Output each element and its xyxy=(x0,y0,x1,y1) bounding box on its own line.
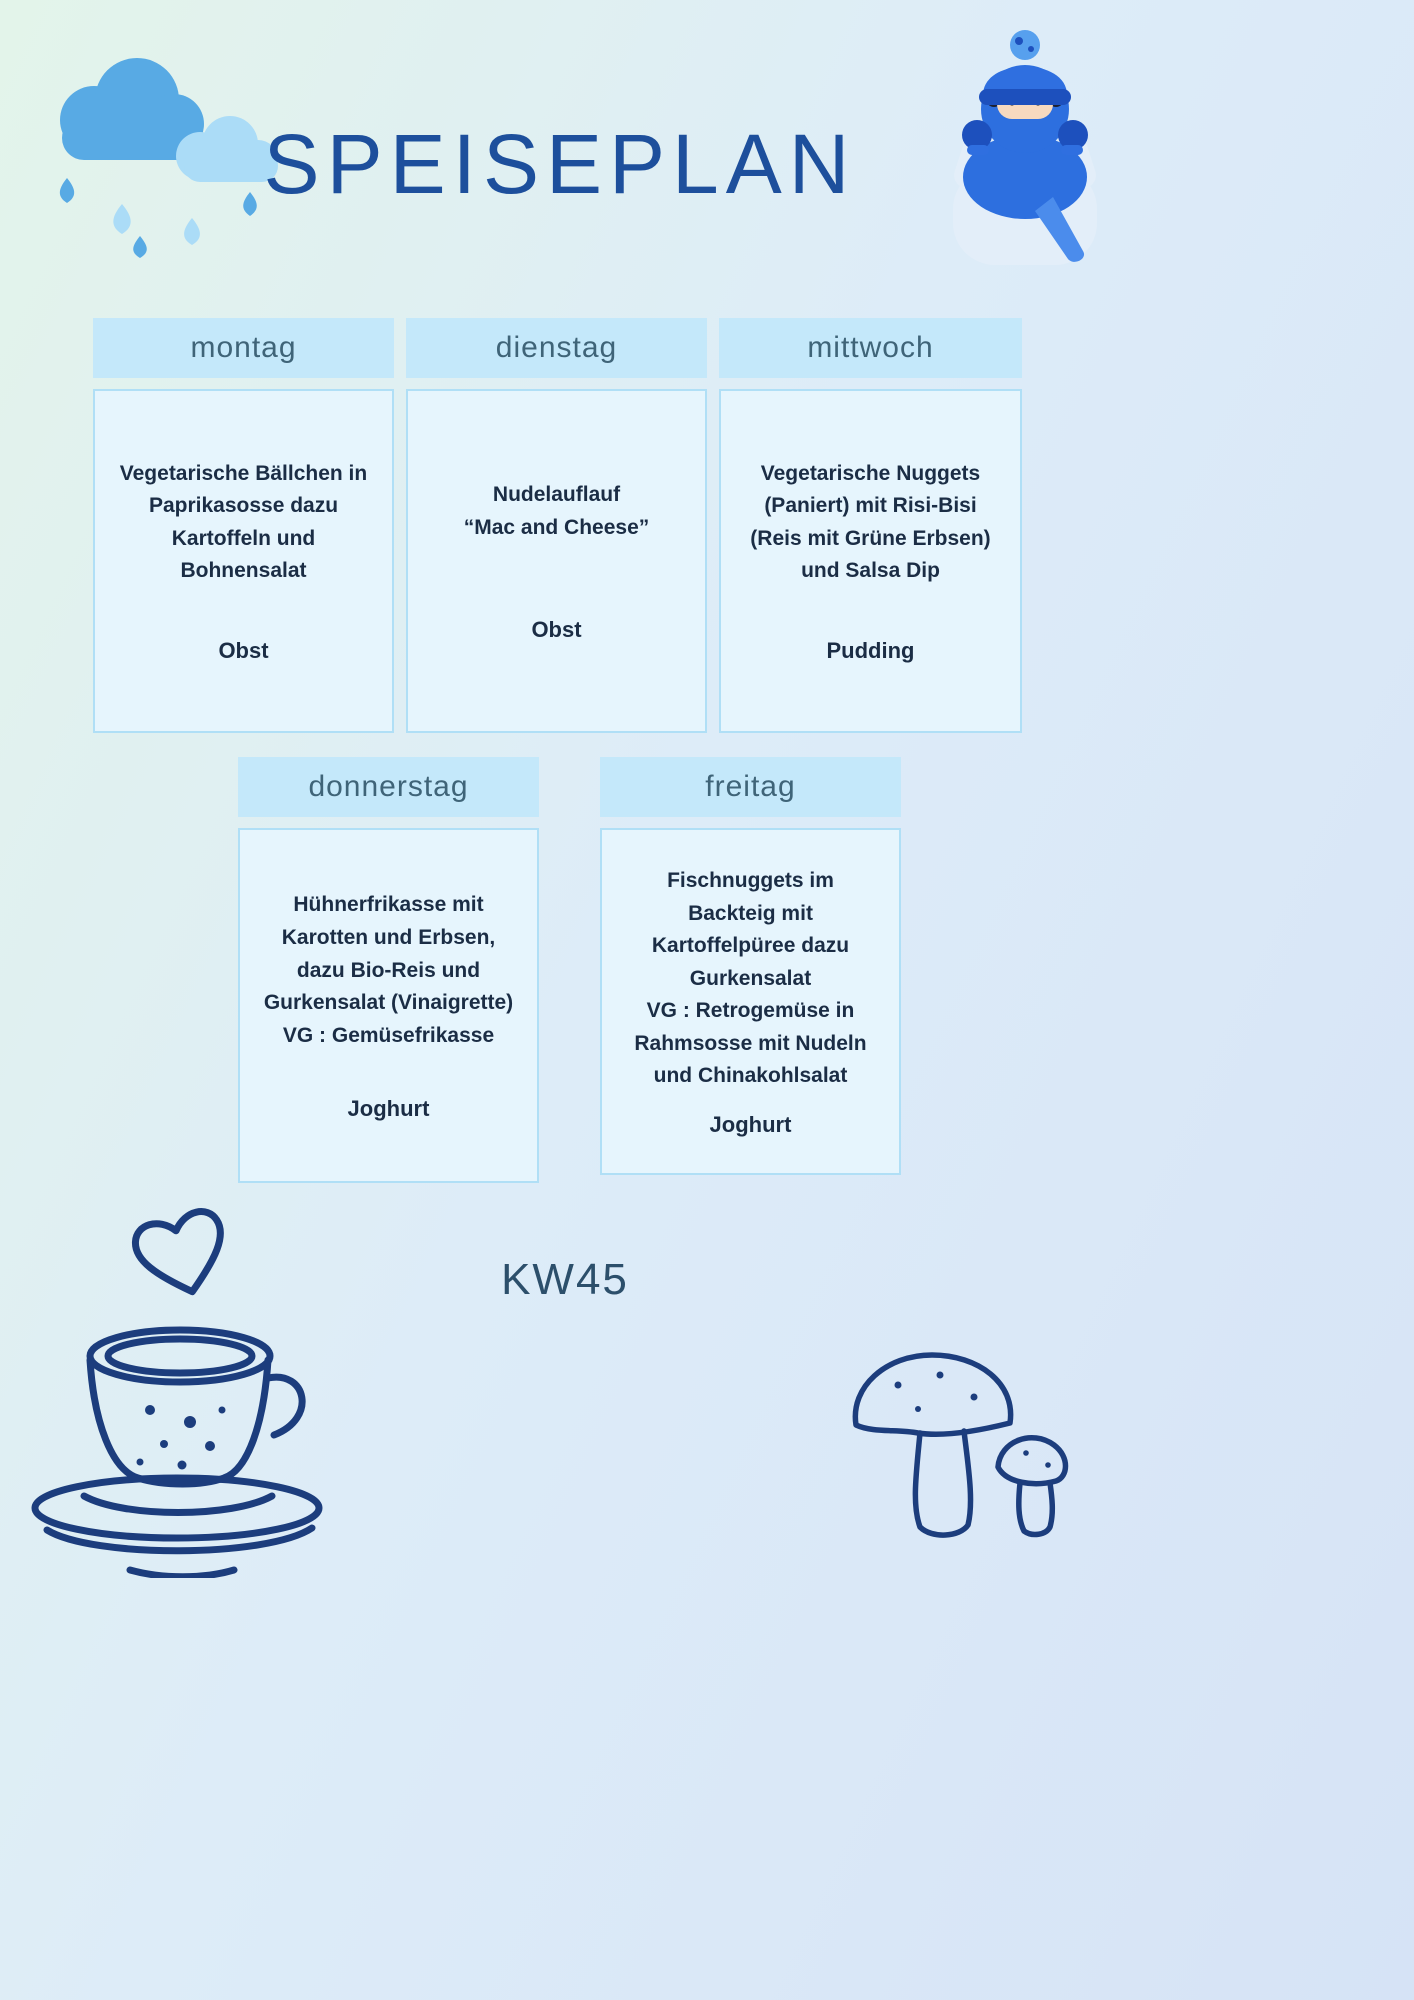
freezing-person-illustration xyxy=(953,30,1097,265)
day-menu-box: Nudelauflauf “Mac and Cheese” Obst xyxy=(406,389,707,733)
day-menu-box: Fischnuggets im Backteig mit Kartoffelpü… xyxy=(600,828,901,1175)
day-label: freitag xyxy=(705,770,796,803)
dessert-text: Obst xyxy=(218,638,269,664)
week-label: KW45 xyxy=(501,1255,629,1304)
day-card-donnerstag: donnerstag Hühnerfrikasse mit Karotten u… xyxy=(238,757,539,1183)
menu-text: Nudelauflauf “Mac and Cheese” xyxy=(463,483,650,539)
menu-text: Vegetarische Bällchen in Paprikasosse da… xyxy=(119,461,368,583)
day-card-montag: montag Vegetarische Bällchen in Paprikas… xyxy=(93,318,394,733)
day-card-dienstag: dienstag Nudelauflauf “Mac and Cheese” O… xyxy=(406,318,707,733)
menu-text: Vegetarische Nuggets (Paniert) mit Risi-… xyxy=(750,461,991,583)
day-header-freitag: freitag xyxy=(600,757,901,817)
day-card-mittwoch: mittwoch Vegetarische Nuggets (Paniert) … xyxy=(719,318,1022,733)
dessert-text: Pudding xyxy=(826,638,915,664)
day-label: mittwoch xyxy=(807,331,934,364)
day-header-donnerstag: donnerstag xyxy=(238,757,539,817)
day-menu-box: Hühnerfrikasse mit Karotten und Erbsen, … xyxy=(238,828,539,1183)
day-label: montag xyxy=(190,331,297,364)
mushrooms-icon xyxy=(852,1352,1069,1538)
menu-text: Fischnuggets im Backteig mit Kartoffelpü… xyxy=(634,869,867,1088)
dessert-text: Joghurt xyxy=(347,1095,430,1121)
day-header-mittwoch: mittwoch xyxy=(719,318,1022,378)
day-header-montag: montag xyxy=(93,318,394,378)
page-title: SPEISEPLAN xyxy=(263,117,857,211)
day-header-dienstag: dienstag xyxy=(406,318,707,378)
menu-text: Hühnerfrikasse mit Karotten und Erbsen, … xyxy=(263,893,514,1047)
dessert-text: Joghurt xyxy=(709,1111,792,1137)
day-label: donnerstag xyxy=(308,770,469,803)
day-card-freitag: freitag Fischnuggets im Backteig mit Kar… xyxy=(600,757,901,1175)
dessert-text: Obst xyxy=(531,616,582,642)
coffee-cup-heart-icon xyxy=(31,1208,323,1578)
day-label: dienstag xyxy=(495,331,618,364)
day-menu-box: Vegetarische Bällchen in Paprikasosse da… xyxy=(93,389,394,733)
day-menu-box: Vegetarische Nuggets (Paniert) mit Risi-… xyxy=(719,389,1022,733)
rain-cloud-icon xyxy=(59,58,278,258)
